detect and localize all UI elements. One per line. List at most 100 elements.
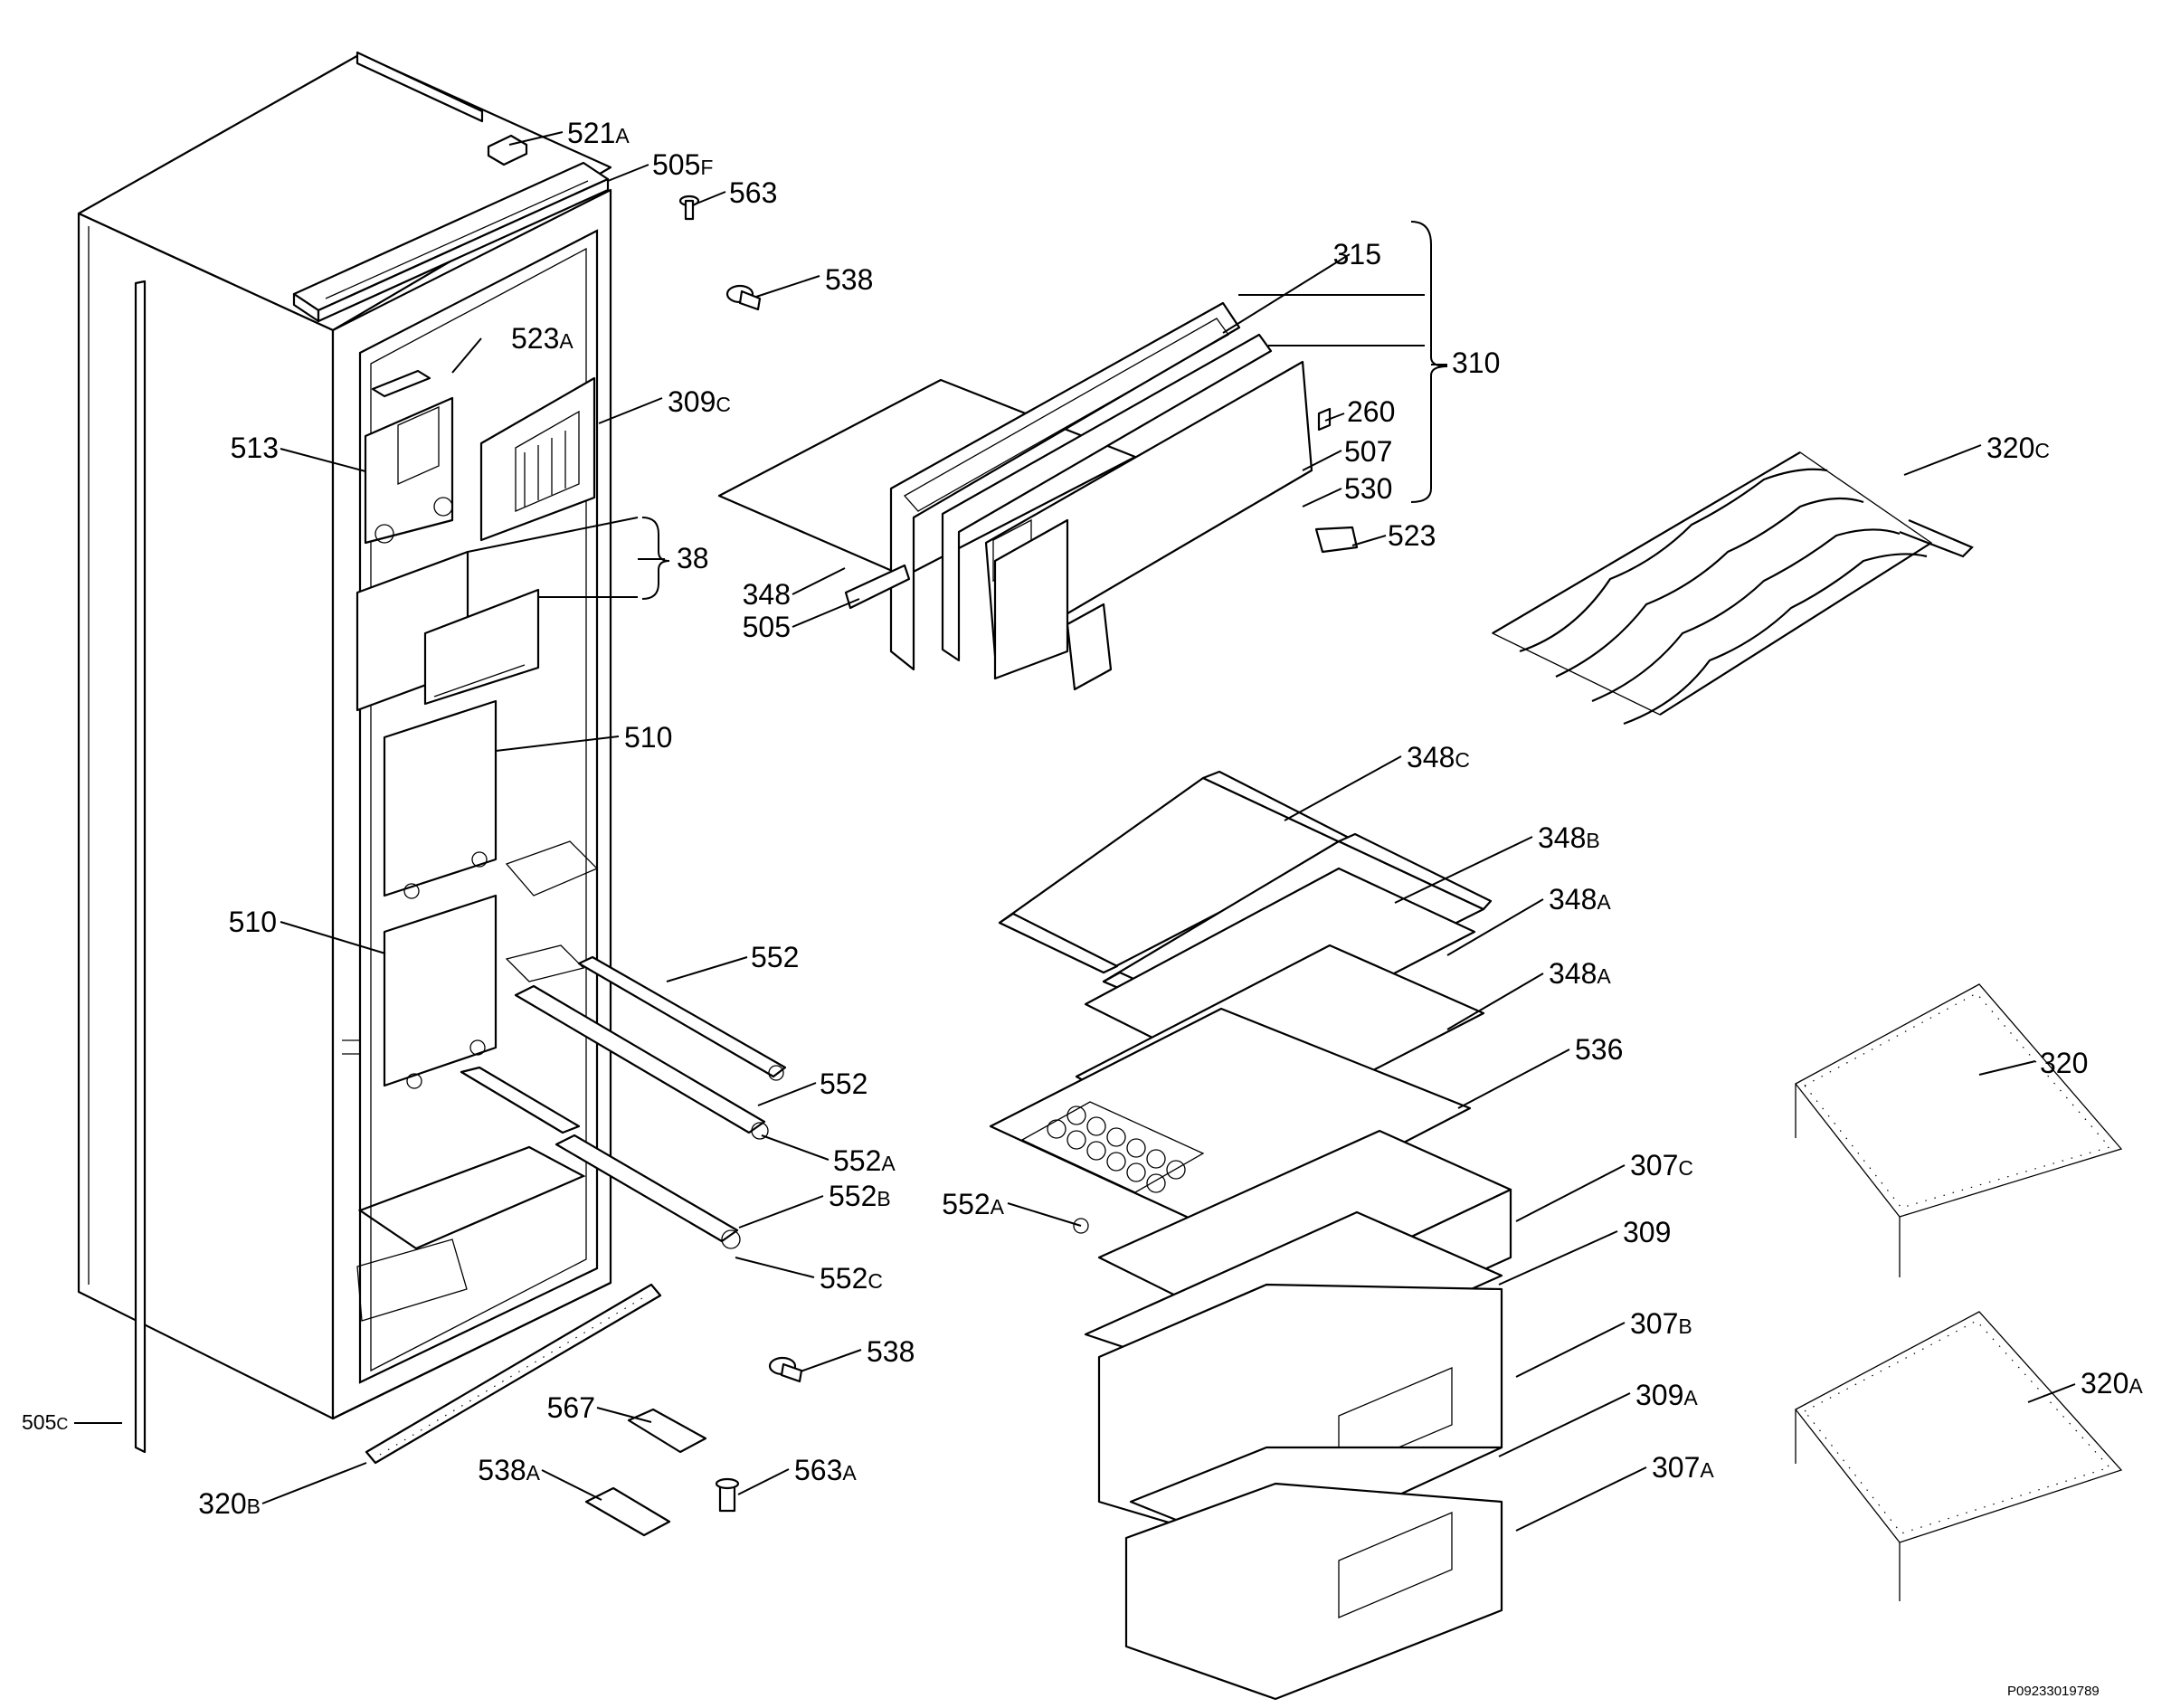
label-563a: 563A	[794, 1454, 857, 1486]
leader-line-538-top	[755, 275, 820, 298]
side-strip-505c	[134, 280, 147, 1454]
label-538-bot: 538	[867, 1335, 915, 1368]
door-part-530	[993, 518, 1069, 680]
clip-523	[1314, 526, 1359, 554]
leader-line-552a-1	[761, 1134, 830, 1161]
top-cover-bar-505f	[292, 161, 610, 323]
callout-labels: 521A 505F 563 538 315 310 260 507 530 523 523A 309C…	[198, 117, 2143, 1520]
leader-line-510-top	[495, 735, 620, 752]
leader-line-348a-1	[1446, 898, 1544, 956]
label-307b: 307B	[1630, 1307, 1692, 1340]
label-348b: 348B	[1538, 821, 1600, 854]
label-309c: 309C	[668, 385, 731, 418]
rail-552-middle	[514, 984, 769, 1140]
leader-line-348	[792, 567, 846, 595]
label-523: 523	[1388, 519, 1436, 552]
leader-line-552c	[735, 1257, 815, 1278]
label-320c: 320C	[1986, 432, 2050, 464]
label-521a: 521A	[567, 117, 630, 149]
label-348c: 348C	[1407, 741, 1470, 773]
leader-line-510-bot	[280, 921, 386, 954]
leader-line-552b	[738, 1195, 824, 1229]
leader-line-563a	[737, 1468, 790, 1495]
label-505c: 505C	[22, 1410, 68, 1434]
rail-552c	[555, 1134, 741, 1249]
leader-line-348a-2	[1446, 973, 1544, 1030]
label-552b: 552B	[829, 1180, 891, 1212]
label-552a-1: 552A	[833, 1144, 896, 1177]
leader-line-552a-2	[1007, 1202, 1082, 1227]
leader-lines	[261, 131, 2076, 1532]
door-inner-panel	[941, 333, 1273, 662]
label-510-bot: 510	[229, 906, 277, 938]
rail-552b	[460, 1066, 581, 1134]
leader-line-521a	[508, 131, 564, 146]
leader-line-567	[596, 1407, 652, 1423]
leader-line-505f	[607, 164, 649, 182]
diagram-code: P09233019789	[2007, 1684, 2100, 1699]
label-309a: 309A	[1635, 1379, 1698, 1411]
leader-line-505	[792, 598, 860, 628]
label-320: 320	[2040, 1047, 2088, 1079]
leader-line-538-bot	[800, 1349, 862, 1372]
label-505: 505	[743, 611, 791, 643]
leader-line-523a	[451, 337, 482, 374]
label-260: 260	[1347, 395, 1395, 428]
label-320b: 320B	[198, 1487, 261, 1520]
leader-line-309c	[598, 397, 663, 424]
leader-line-536	[1457, 1049, 1570, 1109]
leader-line-530	[1302, 488, 1342, 508]
cover-510-lower	[383, 894, 498, 1089]
label-563: 563	[729, 176, 777, 209]
hinge-538-bottom	[768, 1356, 803, 1383]
leader-line-552-b	[757, 1082, 817, 1106]
cabinet	[77, 51, 612, 1420]
label-307a: 307A	[1652, 1451, 1714, 1484]
basket-320a	[1795, 1311, 2123, 1601]
leader-line-523	[1351, 535, 1387, 546]
label-348a-2: 348A	[1549, 957, 1611, 990]
leader-line-507	[1302, 450, 1342, 471]
hinge-538a	[584, 1486, 671, 1537]
leader-line-307b	[1515, 1322, 1626, 1378]
label-507: 507	[1344, 435, 1392, 468]
label-505f: 505F	[652, 148, 713, 181]
label-523a: 523A	[511, 322, 574, 355]
leader-line-563	[696, 191, 726, 204]
label-315: 315	[1333, 238, 1381, 270]
screw-563	[678, 195, 700, 221]
label-38: 38	[677, 542, 709, 574]
label-538-top: 538	[825, 263, 873, 296]
leader-line-348b	[1394, 836, 1533, 904]
leader-line-348c	[1284, 755, 1402, 821]
label-307c: 307C	[1630, 1149, 1693, 1181]
clip-260	[1317, 407, 1332, 432]
label-552c: 552C	[820, 1262, 883, 1295]
fan-cover-309c	[479, 376, 596, 542]
label-320a: 320A	[2081, 1367, 2143, 1400]
label-513: 513	[231, 432, 279, 464]
leader-line-309	[1498, 1230, 1618, 1286]
leader-line-320a	[2027, 1383, 2076, 1403]
lamp-523a	[371, 369, 431, 398]
label-530: 530	[1344, 472, 1392, 505]
label-309: 309	[1623, 1216, 1671, 1248]
label-348: 348	[743, 578, 791, 611]
label-310: 310	[1452, 346, 1500, 379]
label-552-b: 552	[820, 1068, 867, 1100]
door-handle-part	[1066, 603, 1113, 691]
hinge-538-top	[725, 284, 762, 311]
label-538a: 538A	[478, 1454, 540, 1486]
basket-320	[1795, 983, 2123, 1277]
rail-552a-drawer	[1073, 1218, 1089, 1234]
door-frame-315	[889, 301, 1241, 671]
label-552a-2: 552A	[942, 1188, 1004, 1220]
label-348a-1: 348A	[1549, 883, 1611, 916]
leader-line-538a	[541, 1469, 602, 1501]
rail-552-upper	[577, 955, 787, 1081]
leader-line-320b	[261, 1462, 367, 1504]
cover-510-upper	[383, 699, 498, 899]
drawer-307a	[1124, 1482, 1503, 1701]
leader-line-307a	[1515, 1466, 1647, 1532]
